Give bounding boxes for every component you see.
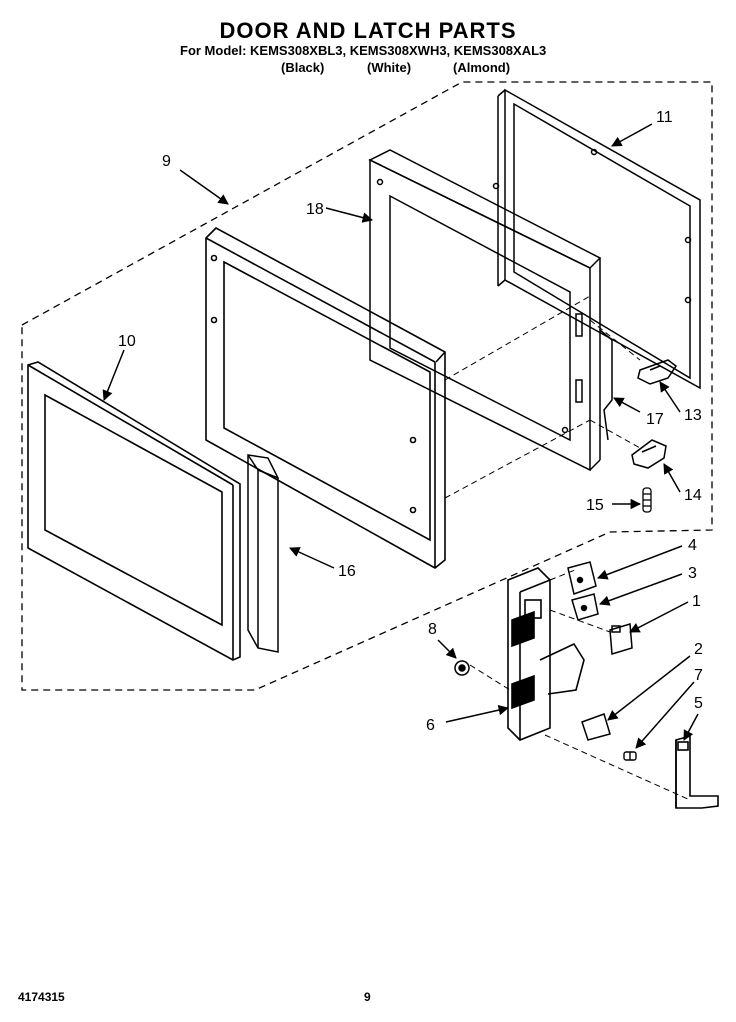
model-numbers: For Model: KEMS308XBL3, KEMS308XWH3, KEM… — [180, 43, 547, 58]
assembly-guide-lines — [444, 295, 691, 801]
document-number: 4174315 — [18, 990, 65, 1004]
callout-13: 13 — [684, 407, 702, 424]
callout-1: 1 — [692, 593, 701, 610]
part-11-door-frame — [492, 88, 701, 390]
color-black: (Black) — [281, 60, 325, 75]
door-choke-frame — [205, 227, 446, 569]
part-7-screw — [623, 751, 637, 761]
callout-4: 4 — [688, 537, 697, 554]
callout-11: 11 — [656, 109, 673, 126]
callout-6: 6 — [426, 717, 435, 734]
part-8-nut — [454, 660, 470, 676]
leader-lines — [102, 123, 699, 749]
callout-16: 16 — [338, 563, 356, 580]
part-6-latch-housing — [507, 567, 585, 741]
callout-2: 2 — [694, 641, 703, 658]
part-3-switch — [571, 593, 599, 621]
part-4-switch — [567, 561, 597, 595]
part-16-door-trim — [247, 454, 279, 653]
part-1-switch — [609, 623, 633, 655]
callout-7: 7 — [694, 667, 703, 684]
callout-5: 5 — [694, 695, 703, 712]
callout-8: 8 — [428, 621, 437, 638]
page-number: 9 — [364, 990, 371, 1004]
page-title: DOOR AND LATCH PARTS — [219, 18, 517, 43]
callout-18: 18 — [306, 201, 324, 218]
part-17-spring-wire — [599, 329, 613, 441]
callout-15: 15 — [586, 497, 604, 514]
callout-10: 10 — [118, 333, 136, 350]
part-10-door-glass — [27, 361, 241, 661]
color-almond: (Almond) — [453, 60, 511, 75]
part-5-interlock-lever — [675, 734, 719, 809]
callout-3: 3 — [688, 565, 697, 582]
part-14-lower-latch-hook — [631, 439, 667, 469]
part-15-latch-spring — [642, 487, 652, 513]
part-18-inner-panel — [368, 149, 602, 472]
door-assembly-boundary — [21, 81, 713, 691]
part-2-switch — [581, 713, 611, 741]
callout-14: 14 — [684, 487, 702, 504]
callout-9: 9 — [162, 153, 171, 170]
color-white: (White) — [367, 60, 412, 75]
part-13-upper-latch-hook — [637, 359, 678, 385]
callout-17: 17 — [646, 411, 664, 428]
